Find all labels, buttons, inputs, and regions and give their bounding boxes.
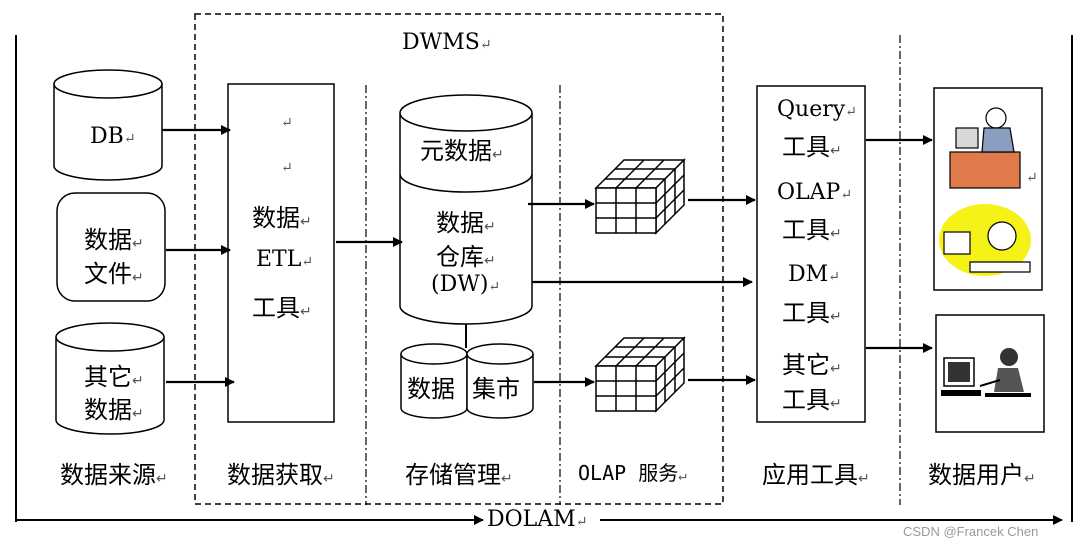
dw-label-3: (DW)↵ [431,272,501,297]
etl-blank-mark-1: ↵ [281,115,293,131]
tool-query-label: Query↵ [777,97,857,122]
olap-cube-2 [594,336,686,413]
section-storage-management: 存储管理↵ [405,461,513,489]
metadata-label: 元数据↵ [420,137,504,165]
data-file-label-2: 文件↵ [84,260,144,288]
tool-other-sub: 工具↵ [782,386,842,414]
phone-user-icon [939,204,1031,276]
section-olap-service: OLAP 服务↵ [578,461,687,485]
data-file-box [56,192,166,302]
db-label: DB↵ [90,124,136,149]
watermark: CSDN @Francek Chen [903,524,1039,539]
tool-dm-sub: 工具↵ [782,299,842,327]
tool-other-label: 其它↵ [782,351,842,379]
section-data-acquisition: 数据获取↵ [227,461,335,489]
tool-olap-label: OLAP↵ [777,180,853,205]
other-data-label-1: 其它↵ [84,363,144,391]
dw-label-1: 数据↵ [436,209,496,237]
etl-label-1: 数据↵ [252,204,312,232]
mart-label-right: 集市 [472,375,520,403]
olap-cube-1 [594,158,686,235]
section-data-users: 数据用户↵ [928,461,1036,489]
tool-olap-sub: 工具↵ [782,216,842,244]
etl-blank-mark-2: ↵ [281,160,293,176]
other-data-label-2: 数据↵ [84,396,144,424]
mart-right-cylinder [466,343,534,419]
computer-user-icon [941,348,1031,397]
tool-query-sub: 工具↵ [782,133,842,161]
dw-cylinder [399,94,533,325]
dw-label-2: 仓库↵ [436,243,496,271]
tool-dm-label: DM↵ [788,262,840,287]
office-worker-icon [949,107,1021,189]
db-cylinder [53,69,163,181]
mart-left-cylinder [400,343,468,419]
dwms-dashed-box [194,13,724,505]
tools-box [756,85,866,423]
mart-label-left: 数据 [407,375,455,403]
dwms-title: DWMS↵ [402,30,492,55]
section-application-tools: 应用工具↵ [762,461,870,489]
data-file-label-1: 数据↵ [84,226,144,254]
etl-label-3: 工具↵ [252,294,312,322]
section-data-sources: 数据来源↵ [60,461,168,489]
users-mark: ↵ [1026,170,1038,186]
dolam-label: DOLAM↵ [487,507,588,532]
etl-label-2: ETL↵ [256,247,314,272]
other-data-cylinder [55,322,165,435]
